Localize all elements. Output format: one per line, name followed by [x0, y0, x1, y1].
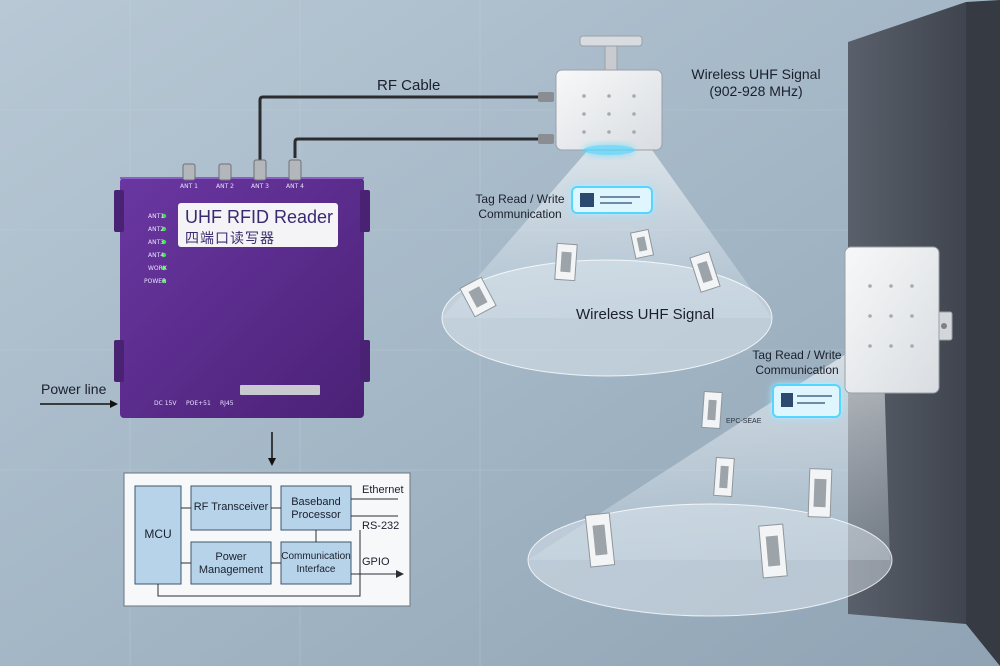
led-label-work: WORK: [148, 265, 167, 272]
reader-title-en: UHF RFID Reader: [185, 207, 334, 227]
power-line-arrow: [40, 400, 118, 408]
baseband-line2: Processor: [291, 509, 341, 521]
rfid-tags: [459, 228, 833, 579]
communication-interface-label: Communication Interface: [278, 550, 354, 576]
antenna-ports: [182, 159, 302, 181]
wireless-uhf-title: Wireless UHF Signal (902-928 MHz): [674, 66, 838, 100]
glowing-tag-top: [571, 186, 653, 214]
antenna-wall: [844, 246, 953, 394]
rfid-tag: [554, 242, 578, 282]
power-mgmt-line2: Management: [198, 564, 264, 576]
reader-label-panel: UHF RFID Reader 四端口读写器: [178, 203, 338, 247]
rfid-reader: UHF RFID Reader 四端口读写器 ANT 1 ANT 2 ANT 3…: [120, 178, 364, 418]
antenna-top: [555, 35, 663, 155]
comm-line2: Interface: [296, 564, 336, 575]
tag-rw-wall-line2: Communication: [755, 363, 839, 377]
led-label-ant1: ANT1: [148, 213, 165, 220]
mcu-label: MCU: [144, 527, 172, 541]
io-ethernet: Ethernet: [362, 484, 404, 496]
epc-label: EPC-SEAE: [726, 418, 762, 425]
led-label-power: POWER: [144, 278, 167, 285]
rfid-tag: [689, 251, 721, 293]
glowing-tag-wall: [772, 384, 841, 418]
power-line-label: Power line: [41, 381, 107, 397]
reader-title-cn: 四端口读写器: [185, 231, 275, 247]
led-label-ant4: ANT4: [148, 252, 165, 259]
rfid-tag: [584, 512, 616, 568]
tag-rw-label-top: Tag Read / Write Communication: [464, 192, 576, 222]
bottom-port-rj45: RJ45: [220, 400, 234, 407]
rf-cable-label: RF Cable: [377, 77, 441, 94]
led-label-ant3: ANT3: [148, 239, 165, 246]
power-management-label: Power Management: [191, 551, 271, 577]
rfid-tag: [701, 390, 723, 430]
bottom-port-poe: POE+51: [186, 400, 211, 407]
wireless-title-line1: Wireless UHF Signal: [691, 66, 821, 82]
power-mgmt-line1: Power: [215, 551, 247, 563]
cable-connectors: [538, 92, 554, 144]
tag-rw-label-wall: Tag Read / Write Communication: [744, 348, 850, 378]
tag-rw-top-line2: Communication: [478, 207, 562, 221]
io-rs232: RS-232: [362, 520, 400, 532]
wall-side: [966, 0, 1000, 666]
status-leds: [161, 213, 167, 284]
beam-cone-top: [441, 150, 773, 377]
bottom-port-dc: DC 15V: [154, 400, 177, 407]
block-diagram: [123, 472, 411, 607]
port-label-ant2: ANT 2: [216, 183, 234, 190]
wireless-title-line2: (902-928 MHz): [709, 83, 803, 99]
port-label-ant1: ANT 1: [180, 183, 198, 190]
io-gpio: GPIO: [362, 556, 390, 568]
rf-transceiver-label: RF Transceiver: [193, 501, 269, 513]
baseband-line1: Baseband: [291, 496, 341, 508]
tag-rw-wall-line1: Tag Read / Write: [752, 348, 842, 362]
rfid-tag: [629, 228, 655, 260]
baseband-label: Baseband Processor: [281, 496, 351, 522]
wireless-uhf-mid-label: Wireless UHF Signal: [576, 306, 715, 323]
down-arrow: [268, 432, 276, 466]
rfid-tag: [758, 523, 788, 579]
port-label-ant3: ANT 3: [251, 183, 269, 190]
terminal-block: [240, 385, 320, 395]
rfid-tag: [713, 456, 735, 498]
rf-cables: [258, 95, 540, 160]
rfid-tag: [807, 468, 833, 518]
tag-rw-top-line1: Tag Read / Write: [475, 192, 565, 206]
rfid-tag: [459, 276, 497, 318]
comm-line1: Communication: [281, 551, 351, 562]
led-label-ant2: ANT2: [148, 226, 165, 233]
port-label-ant4: ANT 4: [286, 183, 304, 190]
